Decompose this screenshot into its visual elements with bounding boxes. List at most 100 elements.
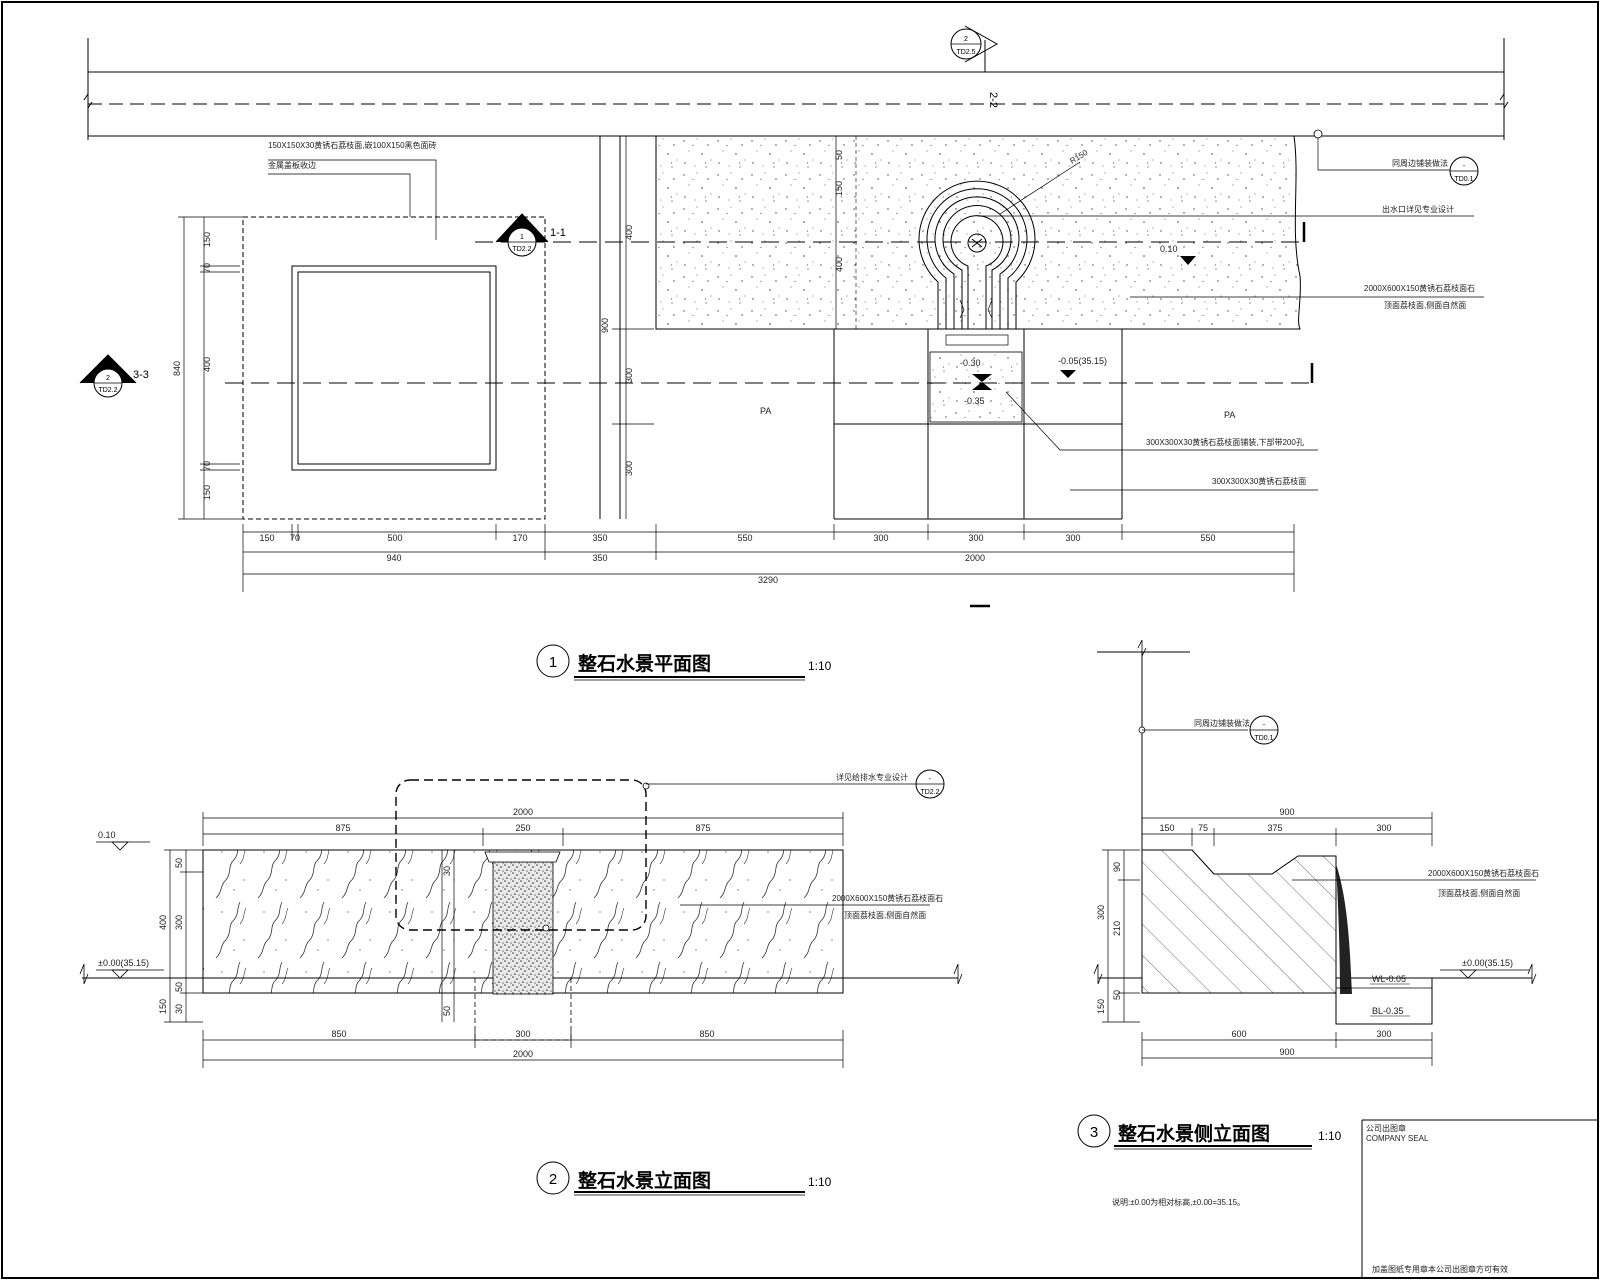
plan-dim-mid-0: 400 (624, 225, 634, 240)
plan-dim-row1-9: 550 (1200, 533, 1215, 543)
section-symbol-1-1: 1 TD2.2 1-1 (495, 213, 566, 257)
elev-note-3: 顶面荔枝面,侧面自然面 (844, 910, 926, 920)
side-elevation-view: 同周边铺装做法 - TD0.1 2000X600X150黄锈石荔枝面石 顶面荔枝… (1077, 639, 1539, 1207)
detail-symbol-plan: - TD0.1 (1449, 156, 1479, 186)
elev-scale: 1:10 (808, 1175, 832, 1189)
side-elev-bl: BL-0.35 (1372, 1006, 1404, 1016)
plan-pave-left: PA (760, 406, 771, 416)
elev-dim-bottom-1: 300 (515, 1029, 530, 1039)
plan-dim-left-3: 70 (202, 461, 212, 471)
detail-symbol-side: - TD0.1 (1249, 715, 1279, 745)
side-dim-top-3: 300 (1376, 823, 1391, 833)
elev-elev-top: 0.10 (98, 830, 116, 840)
elev-dim-top-1: 250 (515, 823, 530, 833)
sym-c-top: 2 (106, 375, 110, 382)
title-block: 公司出图章 COMPANY SEAL 加盖图纸专用章本公司出图章方可有效 (1361, 1119, 1598, 1278)
plan-pave-right: PA (1224, 410, 1235, 420)
elev-title: 整石水景立面图 (578, 1169, 711, 1192)
plan-elev-pit2: -0.35 (964, 396, 985, 406)
company-seal-en: COMPANY SEAL (1366, 1134, 1429, 1143)
sym-a-bot: TD2.5 (956, 49, 975, 56)
plan-dim-left-total: 840 (172, 361, 182, 376)
section-label-1-1: 1-1 (550, 227, 566, 239)
plan-dim-row1-1: 70 (290, 533, 300, 543)
plan-note-2: 金属盖板收边 (268, 160, 316, 170)
plan-dim-mid-2: 300 (624, 461, 634, 476)
side-dim-bottom-0: 600 (1231, 1029, 1246, 1039)
plan-dim-mid-total: 900 (600, 318, 610, 333)
sym-d-top: - (1463, 163, 1466, 170)
detail-symbol-elev: - TD2.2 (915, 769, 945, 799)
elev-dim-left-2: 50 (174, 982, 184, 992)
side-dim-left2-1: 50 (1112, 990, 1122, 1000)
plan-note-7: 300X300X30黄锈石荔枝面铺装,下部带200孔 (1146, 437, 1304, 447)
sym-b-bot: TD2.2 (512, 246, 531, 253)
side-stone-body (1141, 849, 1337, 994)
plan-dim-left-4: 150 (202, 485, 212, 500)
plan-dim-row2-2: 2000 (965, 553, 985, 563)
plan-dim-row1-6: 300 (873, 533, 888, 543)
plan-dim-row1-0: 150 (259, 533, 274, 543)
elev-dim-top-2: 875 (695, 823, 710, 833)
plan-view: 2 TD2.5 2-2 1 TD2.2 1-1 2 TD2.2 3-3 - TD… (79, 25, 1509, 681)
plan-dim-row1-2: 500 (387, 533, 402, 543)
sym-e-bot: TD0.1 (1254, 735, 1273, 742)
side-elev-ground: ±0.00(35.15) (1462, 958, 1513, 968)
side-dim-top-1: 75 (1198, 823, 1208, 833)
sym-f-top: - (929, 776, 932, 783)
elev-dim-mid-0: 30 (442, 866, 452, 876)
elev-dim-left-total: 400 (158, 915, 168, 930)
section-label-2-2: 2-2 (987, 92, 999, 108)
plan-elev-pit1: -0.30 (960, 358, 981, 368)
elev-dim-bottom-0: 850 (331, 1029, 346, 1039)
plan-note-5: 2000X600X150黄锈石荔枝面石 (1364, 283, 1475, 293)
elev-dim-left-1: 300 (174, 915, 184, 930)
sym-f-bot: TD2.2 (920, 789, 939, 796)
plan-dim-row1-4: 350 (592, 533, 607, 543)
plan-elev-top: 0.10 (1160, 244, 1178, 254)
plan-dim-row2-0: 940 (386, 553, 401, 563)
elev-title-number: 2 (549, 1171, 557, 1188)
side-note-3: 顶面荔枝面,侧面自然面 (1438, 888, 1520, 898)
plan-note-1: 150X150X30黄锈石荔枝面,嵌100X150黑色面砖 (268, 140, 437, 150)
plan-dim-row1-8: 300 (1065, 533, 1080, 543)
plan-dim-inner-2: 400 (834, 257, 844, 272)
plan-stone-slab (655, 135, 1301, 330)
plan-dim-total: 3290 (758, 575, 778, 585)
side-note-1: 同周边铺装做法 (1194, 718, 1250, 728)
elev-dim-top-0: 875 (335, 823, 350, 833)
plan-dim-mid-1: 300 (624, 368, 634, 383)
elev-water-fall (492, 855, 554, 995)
plan-dim-row1-7: 300 (968, 533, 983, 543)
title-block-note: 加盖图纸专用章本公司出图章方可有效 (1372, 1264, 1508, 1274)
elev-dim-left-0: 50 (174, 858, 184, 868)
plan-note-6: 顶面荔枝面,侧面自然面 (1384, 300, 1466, 310)
side-note-2: 2000X600X150黄锈石荔枝面石 (1428, 868, 1539, 878)
plan-dim-inner-1: 150 (834, 181, 844, 196)
side-dim-bottom-total: 900 (1279, 1047, 1294, 1057)
sym-c-bot: TD2.2 (98, 387, 117, 394)
side-dim-top-total: 900 (1279, 807, 1294, 817)
plan-dim-left-2: 400 (202, 357, 212, 372)
side-dim-top-2: 375 (1267, 823, 1282, 833)
plan-scale: 1:10 (808, 659, 832, 673)
elev-detail-cloud (395, 779, 647, 931)
elev-dim-bottom-2: 850 (699, 1029, 714, 1039)
front-elevation-view: - TD2.2 详见给排水专业设计 2000X600X150黄锈石荔枝面石 顶面… (79, 769, 963, 1196)
elev-elev-ground: ±0.00(35.15) (98, 958, 149, 968)
side-elev-wl: WL-0.05 (1372, 974, 1406, 984)
plan-dim-inner-0: 50 (834, 150, 844, 160)
section-symbol-3-3: 2 TD2.2 3-3 (79, 354, 149, 398)
side-title: 整石水景侧立面图 (1118, 1122, 1270, 1145)
company-seal-cn: 公司出图章 (1366, 1123, 1406, 1133)
side-dim-left-0: 90 (1112, 862, 1122, 872)
elev-note-2: 2000X600X150黄锈石荔枝面石 (832, 893, 943, 903)
elev-dim-top-total: 2000 (513, 807, 533, 817)
elev-dim-mid-1: 50 (442, 1006, 452, 1016)
plan-note-3: 同周边铺装做法 (1392, 158, 1448, 168)
section-label-3-3: 3-3 (133, 369, 149, 381)
sym-b-top: 1 (520, 234, 524, 241)
